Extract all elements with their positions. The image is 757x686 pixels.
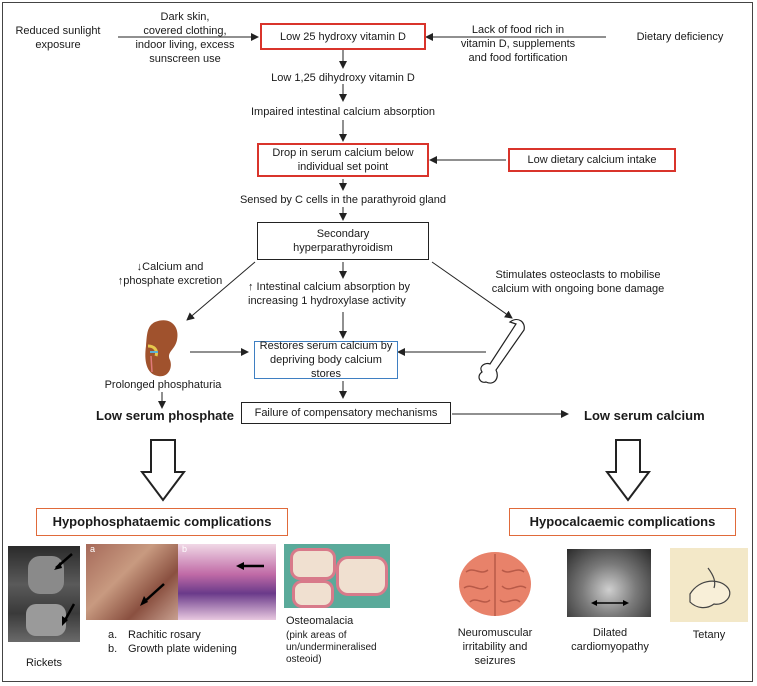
hollow-down-arrow-icon: [605, 439, 651, 502]
arrow-to-bone: [431, 261, 513, 319]
prolonged-phosphaturia-text: Prolonged phosphaturia: [104, 379, 222, 391]
brain-icon: [459, 552, 531, 616]
osteomalacia-note: (pink areas of un/undermineralised osteo…: [286, 630, 377, 665]
panel-b-label: b: [182, 544, 188, 554]
bone-icon: [478, 318, 525, 384]
osteomalacia-caption: Osteomalacia: [286, 615, 354, 627]
chest-xray-image: [567, 549, 651, 617]
growth-plate-histology-image: b: [178, 544, 276, 620]
sensed-by-c-cells-text: Sensed by C cells in the parathyroid gla…: [239, 194, 447, 206]
growth-plate-caption: Growth plate widening: [128, 643, 237, 655]
osteomalacia-histology-image: [284, 544, 390, 608]
rickets-caption: Rickets: [25, 657, 63, 669]
cause-diet-text: Dietary deficiency: [636, 31, 724, 43]
kidney-icon: [145, 320, 178, 377]
rickets-xray-image: [8, 546, 80, 642]
restores-serum-calcium-box: Restores serum calcium by depriving body…: [254, 340, 398, 380]
arrow-to-kidney: [186, 261, 256, 321]
impaired-absorption-text: Impaired intestinal calcium absorption: [250, 106, 436, 118]
neuromuscular-caption: Neuromuscular irritability and seizures: [457, 627, 533, 667]
low-125-vitd-text: Low 1,25 dihydroxy vitamin D: [271, 72, 415, 84]
failure-compensatory-box: Failure of compensatory mechanisms: [241, 402, 451, 424]
hypophosphataemic-box: Hypophosphataemic complications: [36, 508, 288, 536]
low-dietary-calcium-box: Low dietary calcium intake: [508, 148, 676, 172]
rachitic-rosary-image: a: [86, 544, 178, 620]
calcium-excretion-text: ↓Calcium and ↑phosphate excretion: [117, 261, 223, 287]
tetany-caption: Tetany: [692, 629, 726, 641]
tetany-hand-image: [670, 548, 748, 622]
low-serum-calcium-text: Low serum calcium: [584, 408, 705, 423]
item-b-marker: b.: [108, 643, 118, 655]
hypocalcaemic-box: Hypocalcaemic complications: [509, 508, 736, 536]
cause-food-text: Lack of food rich in vitamin D, suppleme…: [460, 24, 576, 64]
brain-image: [454, 548, 536, 622]
cause-skin-text: Dark skin, covered clothing, indoor livi…: [135, 11, 235, 65]
cause-sunlight-text: Reduced sunlight exposure: [15, 25, 101, 51]
secondary-hyperparathyroidism-box: Secondary hyperparathyroidism: [257, 222, 429, 260]
item-a-marker: a.: [108, 629, 118, 641]
low-25oh-vitd-box: Low 25 hydroxy vitamin D: [260, 23, 426, 50]
panel-a-label: a: [90, 544, 96, 554]
intestinal-absorption-text: ↑ Intestinal calcium absorption by incre…: [248, 281, 411, 307]
rachitic-rosary-caption: Rachitic rosary: [128, 629, 201, 641]
drop-serum-calcium-box: Drop in serum calcium below individual s…: [257, 143, 429, 177]
low-serum-phosphate-text: Low serum phosphate: [96, 408, 234, 423]
hollow-down-arrow-icon: [140, 439, 186, 502]
cardiomyopathy-caption: Dilated cardiomyopathy: [571, 627, 649, 653]
osteoclasts-text: Stimulates osteoclasts to mobilise calci…: [491, 269, 665, 295]
